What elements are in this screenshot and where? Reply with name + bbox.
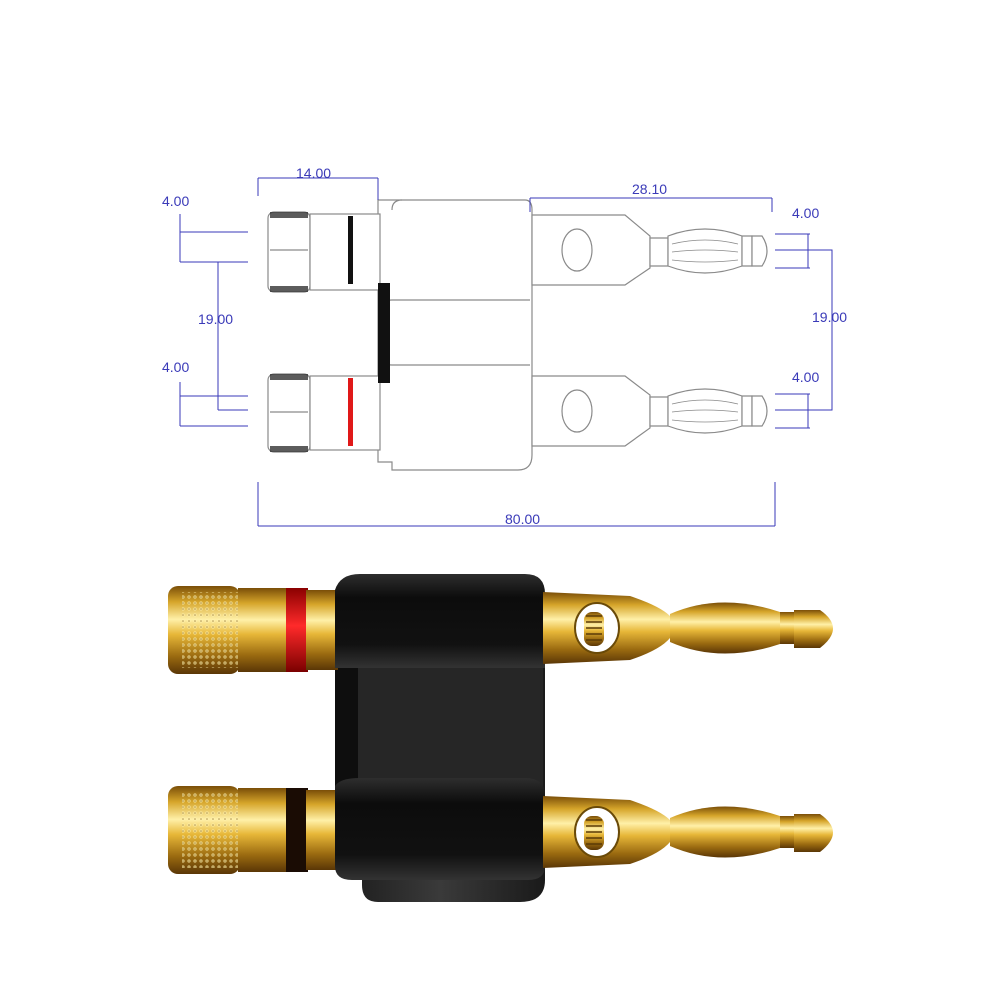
dim-label-left-top-dia: 4.00 [162,193,189,209]
drawing-knurl-top-upper [270,212,308,218]
dim-label-right-spacing: 19.00 [812,309,847,325]
dim-label-left-spacing: 19.00 [198,311,233,327]
dim-label-right-length: 28.10 [632,181,667,197]
housing-bottom [335,778,545,880]
dim-label-left-bottom-dia: 4.00 [162,359,189,375]
drawing-housing [377,199,533,471]
dim-label-overall-length: 80.00 [505,511,540,527]
drawing-plug-top [267,211,768,293]
dim-label-top-width: 14.00 [296,165,331,181]
drawing-band-black [348,216,353,284]
photo-plug-top [168,574,833,674]
product-photo [168,574,833,902]
photo-plug-bottom [168,778,833,880]
drawing-band-red [348,378,353,446]
photo-band-red [286,588,308,672]
photo-band-black [286,788,308,872]
drawing-plug-bottom [267,373,768,453]
drawing-knurl-bottom-upper [270,374,308,380]
dim-label-right-top-dia: 4.00 [792,205,819,221]
drawing-link-bar [378,283,390,383]
technical-drawing: 14.00 28.10 4.00 19.00 4.00 4.00 19.00 4… [162,165,847,527]
drawing-knurl-top-lower [270,286,308,292]
housing-top [335,574,545,668]
drawing-knurl-bottom-lower [270,446,308,452]
dimension-lines [179,177,833,527]
dim-label-right-bottom-dia: 4.00 [792,369,819,385]
housing-bridge-face [358,660,543,790]
